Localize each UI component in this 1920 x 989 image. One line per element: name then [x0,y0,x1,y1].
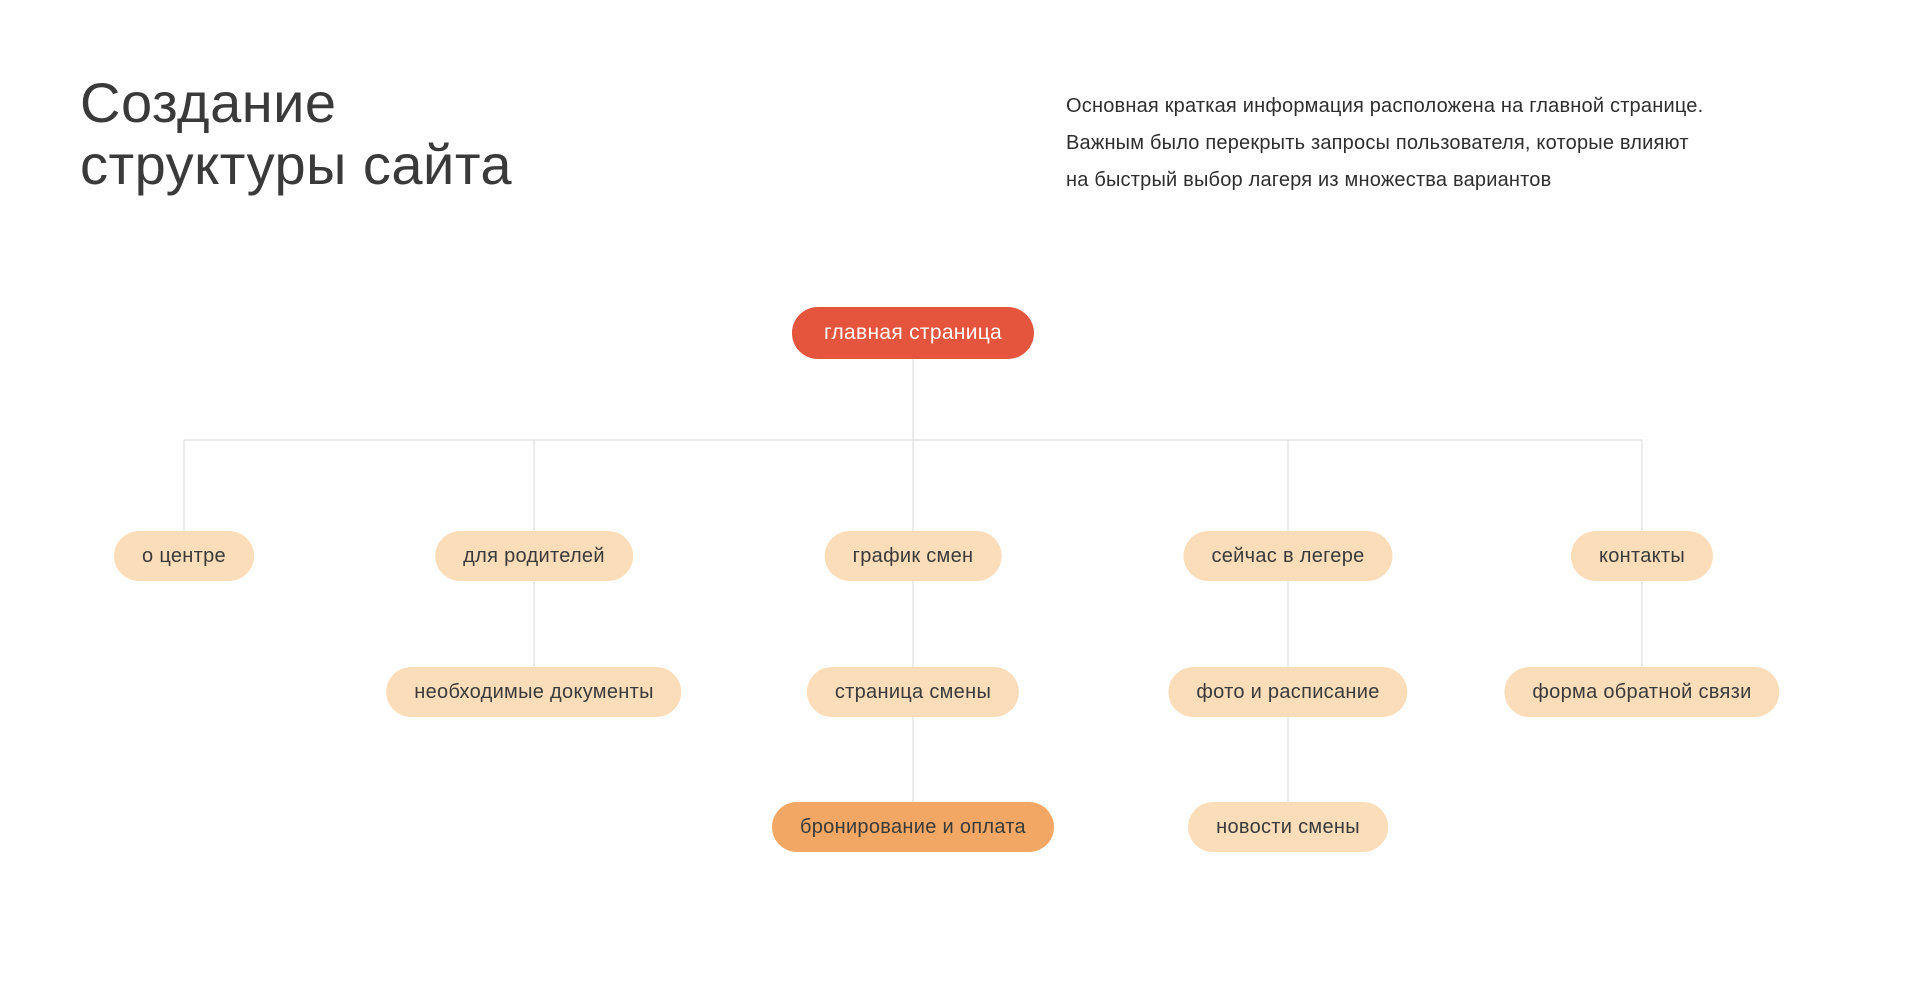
tree-node-shift-news: новости смены [1188,802,1388,852]
tree-node-shift-schedule: график смен [824,531,1002,581]
tree-node-about-center: о центре [114,531,254,581]
tree-node-home: главная страница [791,307,1035,359]
tree-node-booking-payment: бронирование и оплата [772,802,1054,852]
tree-node-contacts: контакты [1570,531,1714,581]
page-title: Создание структуры сайта [80,71,512,196]
tree-node-camp-now: сейчас в легере [1183,531,1393,581]
tree-node-documents: необходимые документы [386,667,682,717]
tree-node-photo-schedule: фото и расписание [1168,667,1408,717]
intro-paragraph: Основная краткая информация расположена … [1066,95,1704,191]
tree-node-feedback-form: форма обратной связи [1504,667,1780,717]
tree-node-for-parents: для родителей [435,531,633,581]
tree-node-shift-page: страница смены [806,667,1020,717]
